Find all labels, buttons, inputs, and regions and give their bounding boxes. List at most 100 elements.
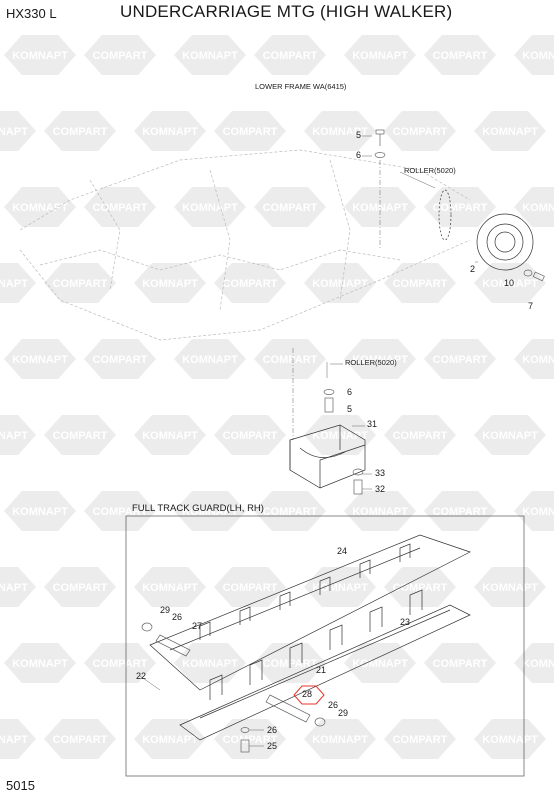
watermark-text: COMPART (433, 202, 488, 214)
watermark-shape (384, 719, 456, 759)
watermark-text: KOMNAPT (12, 50, 68, 62)
watermark-text: KOMNAPT (142, 582, 198, 594)
watermark-text: COMPART (263, 506, 318, 518)
watermark-shape (134, 719, 206, 759)
watermark-shape (4, 187, 76, 227)
watermark-shape (84, 491, 156, 531)
watermark-shape (424, 643, 496, 683)
watermark-shape (214, 415, 286, 455)
watermark-text: COMPART (223, 278, 278, 290)
watermark-text: KOMNAPT (312, 126, 368, 138)
callout-28[interactable]: 28 (302, 689, 313, 699)
watermark-text: COMPART (53, 278, 108, 290)
watermark-text: KOMNAPT (522, 506, 554, 518)
callout-6-mid[interactable]: 6 (347, 387, 353, 397)
callout-2[interactable]: 2 (470, 264, 476, 274)
watermark-shape (84, 643, 156, 683)
watermark-text: KOMNAPT (0, 734, 28, 746)
watermark-shape (254, 491, 326, 531)
callout-29[interactable]: 29 (160, 605, 171, 615)
callout-31[interactable]: 31 (367, 419, 378, 429)
watermark-shape (254, 339, 326, 379)
watermark-text: COMPART (223, 430, 278, 442)
bracket-31 (289, 424, 366, 489)
watermark-shape (134, 415, 206, 455)
callout-23[interactable]: 23 (400, 617, 411, 627)
watermark-shape (424, 35, 496, 75)
watermark-text: COMPART (393, 582, 448, 594)
watermark-text: KOMNAPT (522, 50, 554, 62)
watermark-text: COMPART (433, 354, 488, 366)
washer-33 (352, 468, 364, 476)
watermark-shape (174, 339, 246, 379)
watermark-text: KOMNAPT (12, 354, 68, 366)
watermark-text: KOMNAPT (12, 506, 68, 518)
watermark-shape (474, 415, 546, 455)
watermark-shape (44, 111, 116, 151)
watermark-shape (384, 567, 456, 607)
pin-28 (265, 694, 326, 727)
watermark-shape (424, 187, 496, 227)
callout-32[interactable]: 32 (375, 484, 386, 494)
watermark-shape (424, 339, 496, 379)
callout-26-right[interactable]: 26 (328, 700, 339, 710)
watermark-shape (304, 111, 376, 151)
watermark-shape (0, 567, 36, 607)
watermark-shape (344, 35, 416, 75)
callout-33[interactable]: 33 (375, 468, 386, 478)
model-code: HX330 L (6, 6, 57, 21)
callout-6[interactable]: 6 (356, 150, 362, 160)
watermark-text: KOMNAPT (522, 658, 554, 670)
watermark-shape (134, 263, 206, 303)
watermark-text: KOMNAPT (182, 354, 238, 366)
watermark-text: COMPART (433, 506, 488, 518)
callout-10[interactable]: 10 (504, 278, 515, 288)
watermark-shape (514, 187, 554, 227)
watermark-shape (344, 491, 416, 531)
watermark-text: KOMNAPT (312, 734, 368, 746)
watermark-shape (254, 187, 326, 227)
lower-frame-outline (19, 149, 471, 341)
watermark-text: KOMNAPT (12, 202, 68, 214)
watermark-shape (4, 643, 76, 683)
watermark-shape (304, 263, 376, 303)
callout-21[interactable]: 21 (316, 665, 327, 675)
bolt-25 (240, 739, 250, 753)
watermark-shape (424, 491, 496, 531)
callout-27[interactable]: 27 (192, 621, 203, 631)
bolt-7 (532, 271, 545, 282)
callout-25[interactable]: 25 (267, 741, 278, 751)
roller-label-mid: ROLLER(5020) (345, 358, 397, 367)
watermark-shape (0, 111, 36, 151)
callout-5[interactable]: 5 (356, 130, 362, 140)
callout-22[interactable]: 22 (136, 671, 147, 681)
callout-26-bottom[interactable]: 26 (267, 725, 278, 735)
watermark-text: KOMNAPT (352, 354, 408, 366)
watermark-text: KOMNAPT (0, 582, 28, 594)
watermark-text: KOMNAPT (352, 506, 408, 518)
washer-6-top (374, 152, 386, 158)
watermark-text: KOMNAPT (182, 658, 238, 670)
watermark-text: COMPART (93, 658, 148, 670)
watermark-shape (84, 339, 156, 379)
watermark-shape (0, 719, 36, 759)
callout-7[interactable]: 7 (528, 301, 534, 311)
watermark-shape (84, 187, 156, 227)
callout-29-right[interactable]: 29 (338, 708, 349, 718)
callout-26[interactable]: 26 (172, 612, 183, 622)
watermark-text: KOMNAPT (522, 354, 554, 366)
callout-24[interactable]: 24 (337, 546, 348, 556)
callout-5-mid[interactable]: 5 (347, 404, 353, 414)
